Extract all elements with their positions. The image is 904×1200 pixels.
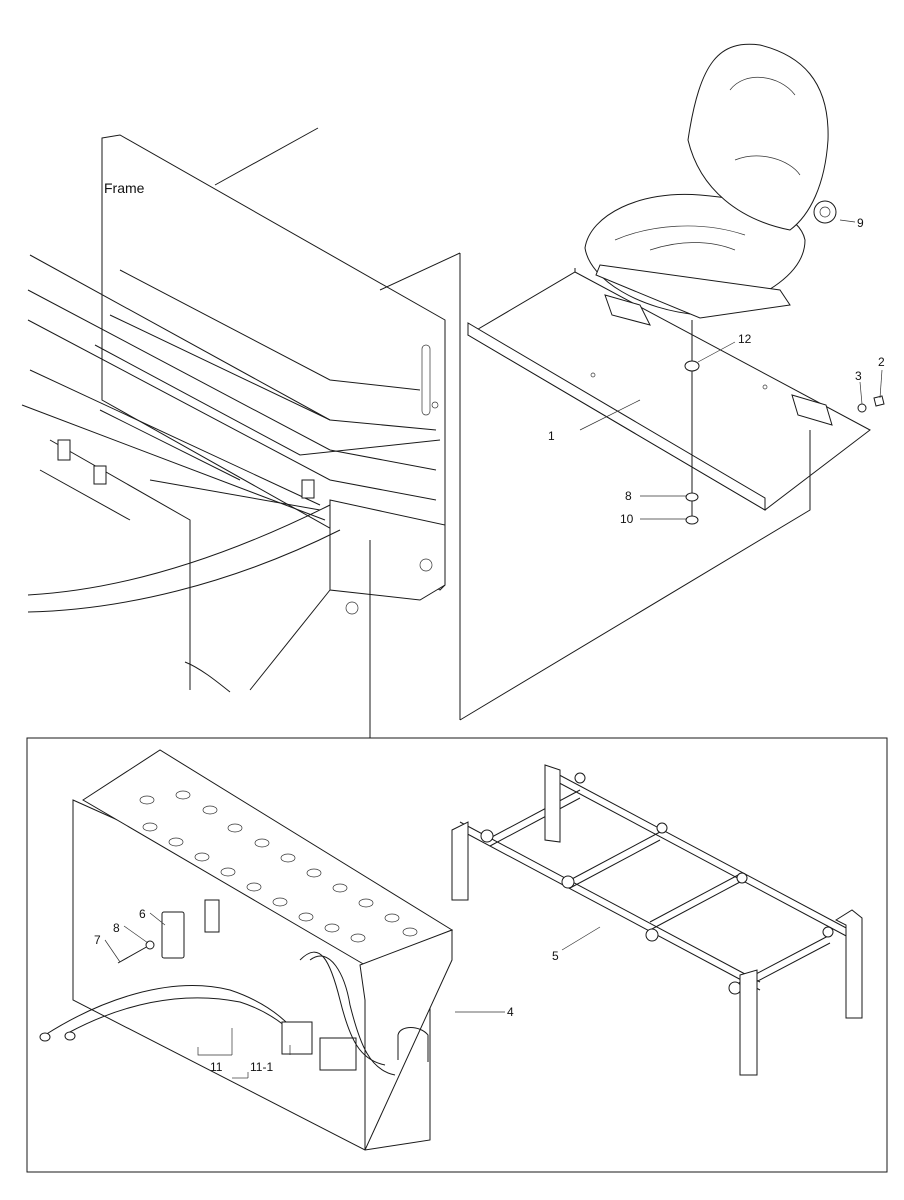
callout-8-bottom: 8 xyxy=(113,921,120,935)
battery-assembly xyxy=(39,749,454,1151)
callout-11-1: 11-1 xyxy=(250,1060,273,1074)
callout-7: 7 xyxy=(94,933,101,947)
cell-terminals xyxy=(139,790,418,943)
battery-frame xyxy=(451,764,863,1076)
callout-11: 11 xyxy=(210,1060,223,1074)
callout-8-top: 8 xyxy=(625,489,632,503)
seat-board-assembly xyxy=(459,43,885,721)
callout-6: 6 xyxy=(139,907,146,921)
callout-2: 2 xyxy=(878,355,885,369)
frame-assembly xyxy=(21,127,461,738)
detail-box xyxy=(26,737,888,1173)
callout-1: 1 xyxy=(548,429,555,443)
callout-leaders-bottom xyxy=(104,912,601,1079)
callout-3: 3 xyxy=(855,369,862,383)
callout-10: 10 xyxy=(620,512,634,526)
callout-12: 12 xyxy=(738,332,752,346)
callout-leaders-top xyxy=(579,219,883,520)
frame-label: Frame xyxy=(104,180,145,196)
callout-4: 4 xyxy=(507,1005,514,1019)
callout-9: 9 xyxy=(857,216,864,230)
callout-5: 5 xyxy=(552,949,559,963)
